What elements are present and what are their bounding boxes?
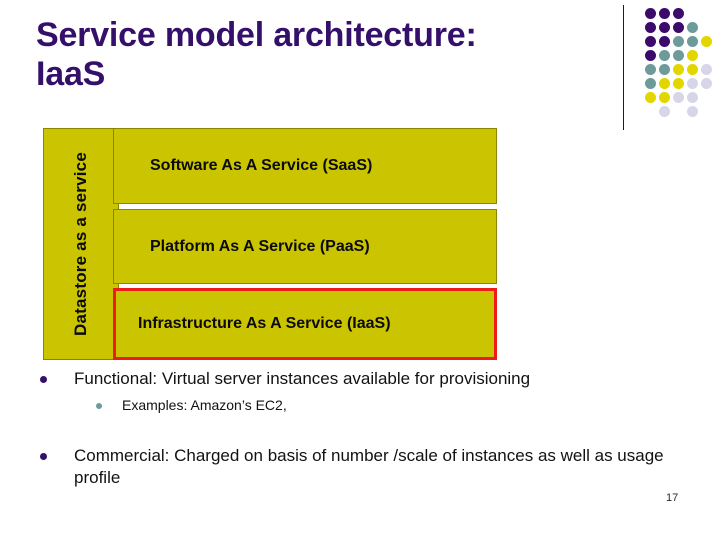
decorative-dot (701, 36, 712, 47)
decorative-dot (673, 92, 684, 103)
decorative-dot (659, 64, 670, 75)
decorative-dot (673, 8, 684, 19)
bullet-text: Examples: Amazon’s EC2, (122, 397, 287, 414)
decorative-dot (645, 36, 656, 47)
decorative-dot (701, 78, 712, 89)
bullet-text: Commercial: Charged on basis of number /… (74, 445, 664, 488)
decorative-dot (673, 36, 684, 47)
decorative-dot (673, 64, 684, 75)
decorative-dot (645, 22, 656, 33)
decorative-dot (687, 36, 698, 47)
sidebar-label-text: Datastore as a service (71, 152, 90, 336)
decorative-dot (687, 22, 698, 33)
decorative-dot (687, 92, 698, 103)
decorative-dot (645, 8, 656, 19)
page-title: Service model architecture: IaaS (36, 16, 606, 95)
bullet-marker-icon (40, 376, 47, 383)
decorative-dot (687, 78, 698, 89)
title-line-1: Service model architecture: (36, 16, 477, 54)
dot-matrix-decoration (645, 8, 717, 120)
decorative-dot (687, 50, 698, 61)
layer-label-iaas: Infrastructure As A Service (IaaS) (138, 315, 391, 332)
decorative-dot (687, 64, 698, 75)
decorative-dot (645, 78, 656, 89)
page-number: 17 (666, 492, 679, 504)
bullet-marker-icon (96, 403, 102, 410)
decorative-dot (687, 106, 698, 117)
layer-label-paas: Platform As A Service (PaaS) (150, 237, 370, 255)
layer-label-saas: Software As A Service (SaaS) (150, 157, 373, 174)
title-line-2: IaaS (36, 55, 106, 94)
bullet-list: Functional: Virtual server instances ava… (40, 368, 680, 496)
layer-box-paas[interactable]: Platform As A Service (PaaS) (113, 209, 497, 284)
service-model-diagram: Datastore as a service Software As A Ser… (43, 128, 503, 363)
decorative-dot (659, 106, 670, 117)
decorative-dot (659, 78, 670, 89)
bullet-marker-icon (40, 452, 47, 460)
decorative-dot (673, 50, 684, 61)
bullet-text: Functional: Virtual server instances ava… (74, 369, 531, 388)
layer-box-saas[interactable]: Software As A Service (SaaS) (113, 128, 497, 204)
decorative-dot (659, 8, 670, 19)
decorative-dot (673, 22, 684, 33)
list-item: Functional: Virtual server instances ava… (40, 368, 680, 390)
decorative-dot (659, 92, 670, 103)
decorative-dot (673, 78, 684, 89)
layer-box-iaas[interactable]: Infrastructure As A Service (IaaS) (113, 288, 497, 360)
decorative-dot (659, 22, 670, 33)
decorative-dot (701, 64, 712, 75)
decorative-dot (659, 36, 670, 47)
vertical-divider (623, 5, 624, 130)
list-item: Examples: Amazon’s EC2, (96, 396, 680, 414)
decorative-dot (645, 64, 656, 75)
decorative-dot (645, 92, 656, 103)
decorative-dot (645, 50, 656, 61)
decorative-dot (659, 50, 670, 61)
list-item: Commercial: Charged on basis of number /… (40, 445, 680, 490)
datastore-as-a-service-label: Datastore as a service (43, 128, 119, 360)
